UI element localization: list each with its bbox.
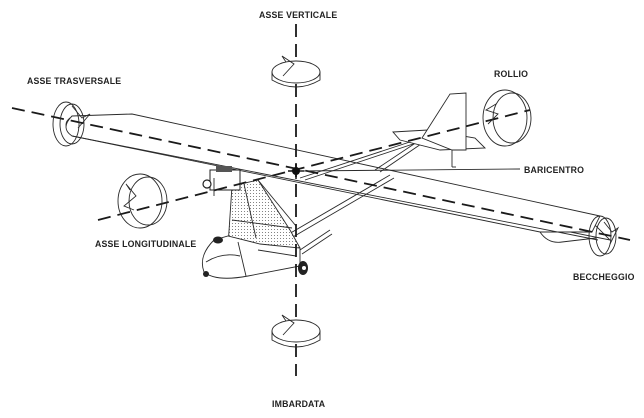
transverse-axis-line xyxy=(11,107,631,241)
main-wing xyxy=(65,113,612,243)
pitch-arrow-left-icon xyxy=(52,101,91,147)
center-of-gravity-marker xyxy=(288,163,304,179)
baricentro-leader-line xyxy=(299,168,521,172)
roll-arrow-right-icon xyxy=(482,89,532,147)
fuselage xyxy=(201,179,333,279)
label-yaw: IMBARDATA xyxy=(272,399,326,410)
yaw-arrow-top-icon xyxy=(271,55,321,88)
engine xyxy=(202,166,241,196)
longitudinal-axis-line xyxy=(97,109,531,221)
pitch-arrow-right-icon xyxy=(588,215,620,257)
label-vertical-axis: ASSE VERTICALE xyxy=(259,10,338,21)
yaw-arrow-bottom-icon xyxy=(271,314,321,348)
label-center-of-gravity: BARICENTRO xyxy=(524,165,585,176)
label-transverse-axis: ASSE TRASVERSALE xyxy=(27,76,122,87)
roll-arrow-left-icon xyxy=(117,173,168,229)
vertical-fin xyxy=(421,92,467,168)
label-pitch: BECCHEGGIO xyxy=(573,272,635,283)
label-roll: ROLLIO xyxy=(494,69,529,80)
label-longitudinal-axis: ASSE LONGITUDINALE xyxy=(95,239,197,250)
